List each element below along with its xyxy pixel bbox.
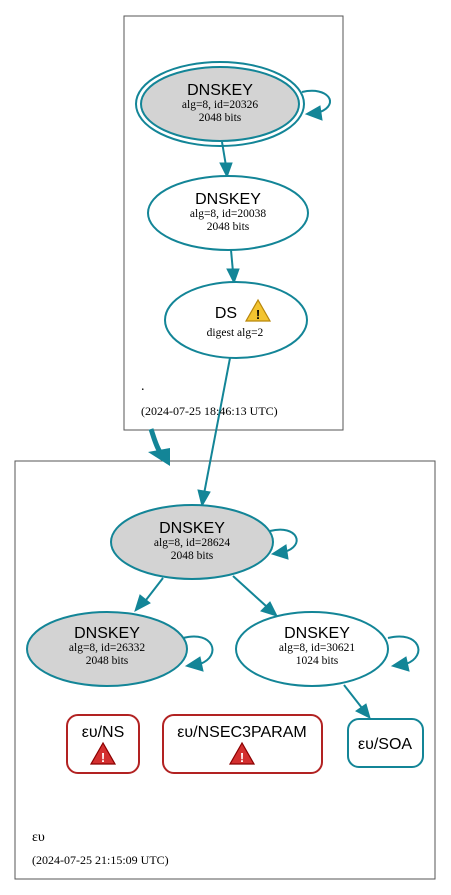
root-ksk-node[interactable]: DNSKEY alg=8, id=20326 2048 bits bbox=[135, 61, 305, 147]
edge-eu-key2-self bbox=[182, 635, 214, 672]
error-icon: ! bbox=[89, 741, 117, 765]
ds-digest: digest alg=2 bbox=[207, 327, 264, 339]
ds-title: DS bbox=[215, 305, 237, 322]
root-ksk-alg: alg=8, id=20326 bbox=[182, 99, 258, 111]
ds-node[interactable]: DS ! digest alg=2 bbox=[164, 281, 308, 359]
eu-nsec3param-node[interactable]: ευ/NSEC3PARAM ! bbox=[162, 714, 323, 774]
edge-eu-ksk-to-zsk bbox=[232, 575, 278, 617]
eu-zsk-bits: 1024 bits bbox=[296, 655, 339, 667]
eu-ksk-bits: 2048 bits bbox=[171, 550, 214, 562]
eu-ksk-title: DNSKEY bbox=[159, 520, 225, 537]
edge-eu-zsk-to-soa bbox=[343, 684, 371, 719]
root-zsk-node[interactable]: DNSKEY alg=8, id=20038 2048 bits bbox=[147, 175, 309, 251]
eu-key2-bits: 2048 bits bbox=[86, 655, 129, 667]
eu-zsk-node[interactable]: DNSKEY alg=8, id=30621 1024 bits bbox=[235, 611, 389, 687]
edge-root-ksk-self bbox=[301, 89, 331, 121]
eu-ns-title: ευ/NS bbox=[82, 724, 125, 741]
edge-eu-ksk-self bbox=[269, 528, 298, 560]
delegation-edge bbox=[148, 428, 170, 466]
eu-zsk-alg: alg=8, id=30621 bbox=[279, 642, 355, 654]
eu-ksk-alg: alg=8, id=28624 bbox=[154, 537, 230, 549]
svg-text:!: ! bbox=[101, 750, 105, 765]
root-zsk-title: DNSKEY bbox=[195, 191, 261, 208]
svg-text:!: ! bbox=[240, 750, 244, 765]
root-ksk-bits: 2048 bits bbox=[199, 112, 242, 124]
eu-ns-node[interactable]: ευ/NS ! bbox=[66, 714, 140, 774]
error-icon: ! bbox=[228, 741, 256, 765]
edge-root-zsk-to-ds bbox=[226, 249, 240, 285]
edge-ds-to-eu-ksk bbox=[197, 357, 231, 508]
eu-nsec3param-title: ευ/NSEC3PARAM bbox=[177, 724, 306, 741]
edge-eu-zsk-self bbox=[387, 635, 420, 672]
warning-icon: ! bbox=[244, 298, 272, 322]
root-zsk-bits: 2048 bits bbox=[207, 221, 250, 233]
eu-soa-node[interactable]: ευ/SOA bbox=[347, 718, 424, 768]
root-zone-name: . bbox=[141, 379, 145, 394]
eu-key2-alg: alg=8, id=26332 bbox=[69, 642, 145, 654]
root-ksk-title: DNSKEY bbox=[187, 82, 253, 99]
eu-zsk-title: DNSKEY bbox=[284, 625, 350, 642]
root-zsk-alg: alg=8, id=20038 bbox=[190, 208, 266, 220]
edge-eu-ksk-to-key2 bbox=[134, 577, 164, 613]
eu-key2-node[interactable]: DNSKEY alg=8, id=26332 2048 bits bbox=[26, 611, 188, 687]
root-zone-timestamp: (2024-07-25 18:46:13 UTC) bbox=[141, 404, 278, 418]
eu-key2-title: DNSKEY bbox=[74, 625, 140, 642]
eu-zone-timestamp: (2024-07-25 21:15:09 UTC) bbox=[32, 853, 169, 867]
eu-zone-name: ευ bbox=[32, 830, 45, 845]
svg-text:!: ! bbox=[256, 307, 260, 322]
eu-soa-title: ευ/SOA bbox=[358, 736, 412, 753]
eu-ksk-node[interactable]: DNSKEY alg=8, id=28624 2048 bits bbox=[110, 504, 274, 580]
